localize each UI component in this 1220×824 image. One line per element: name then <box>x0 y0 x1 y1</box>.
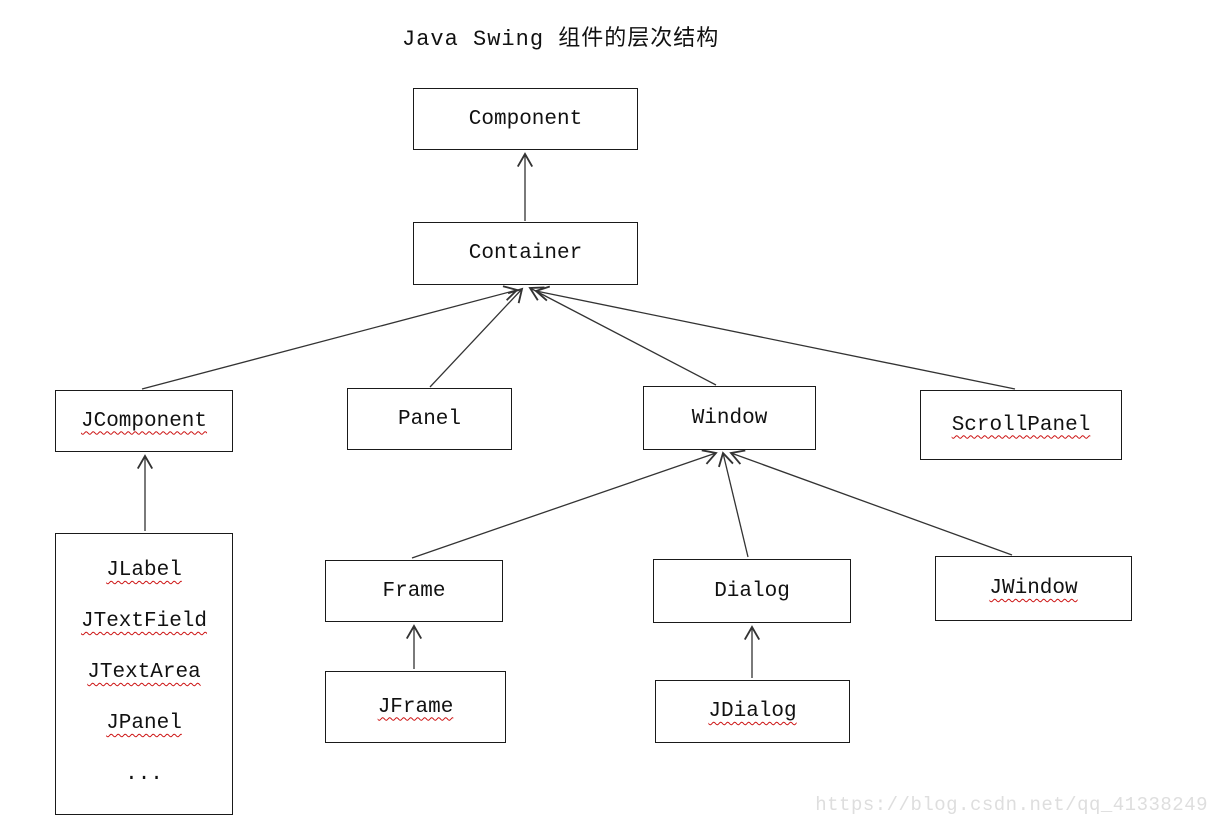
node-jdialog-label: JDialog <box>708 700 797 723</box>
node-component-label: Component <box>468 107 583 131</box>
edge-panel-to-container <box>429 287 524 388</box>
node-panel: Panel <box>347 388 512 450</box>
node-scrollpanel-label: ScrollPanel <box>951 413 1091 437</box>
node-container-label: Container <box>468 242 583 265</box>
node-frame: Frame <box>325 560 503 622</box>
edge-scrollpanel-to-container <box>534 285 1016 390</box>
csdn-watermark: https://blog.csdn.net/qq_41338249 <box>815 794 1208 816</box>
node-jdialog: JDialog <box>655 680 850 743</box>
edge-window-to-container <box>528 286 717 386</box>
edge-jwindow-to-window <box>729 449 1013 556</box>
subclass-jtextfield: JTextField <box>80 610 208 633</box>
node-dialog-label: Dialog <box>714 579 790 603</box>
node-panel-label: Panel <box>397 407 461 431</box>
diagram-title: Java Swing 组件的层次结构 <box>402 27 720 52</box>
node-jwindow-label: JWindow <box>989 577 1078 600</box>
subclass-ellipsis: ... <box>125 763 163 786</box>
node-jcomponent-subclasses: JLabel JTextField JTextArea JPanel ... <box>55 533 233 815</box>
node-jframe: JFrame <box>325 671 506 743</box>
node-jcomponent-label: JComponent <box>80 409 208 433</box>
node-frame-label: Frame <box>382 579 446 603</box>
subclass-jpanel: JPanel <box>106 712 182 735</box>
node-scrollpanel: ScrollPanel <box>920 390 1122 460</box>
subclass-jlabel: JLabel <box>106 559 182 582</box>
node-dialog: Dialog <box>653 559 851 623</box>
node-jframe-label: JFrame <box>377 695 454 719</box>
edge-frame-to-window <box>411 449 718 559</box>
subclass-jtextarea: JTextArea <box>87 661 201 684</box>
edge-jcomponent-to-container <box>141 285 519 390</box>
node-window: Window <box>643 386 816 450</box>
edge-dialog-to-window <box>718 451 749 558</box>
node-jcomponent: JComponent <box>55 390 233 452</box>
node-component: Component <box>413 88 638 150</box>
node-window-label: Window <box>691 406 768 430</box>
node-container: Container <box>413 222 638 285</box>
node-jwindow: JWindow <box>935 556 1132 621</box>
